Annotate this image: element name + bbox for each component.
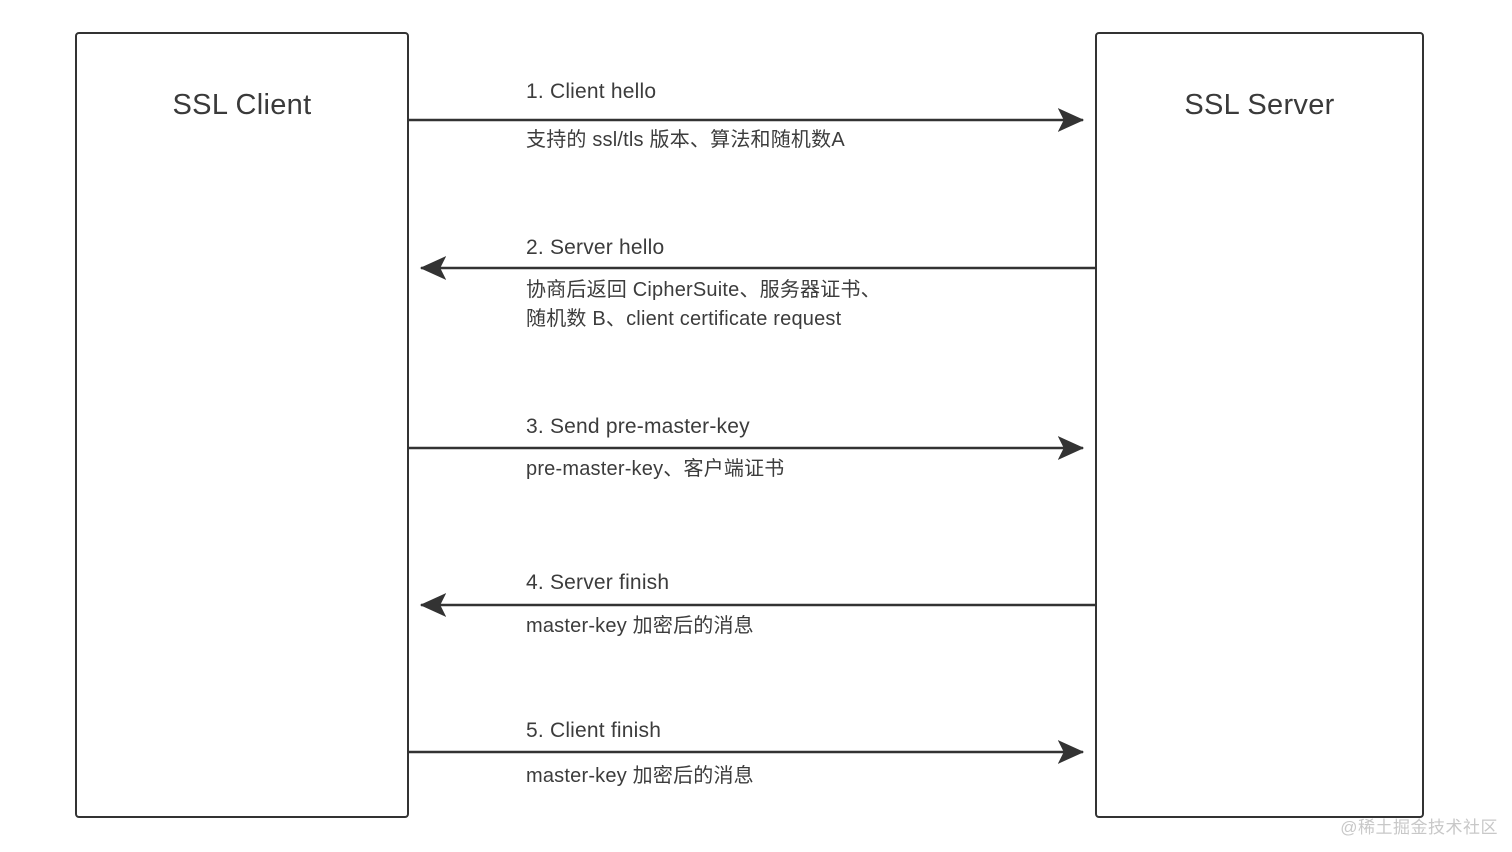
message-title-2: 2. Server hello xyxy=(526,236,665,259)
actor-box-ssl-client: SSL Client xyxy=(75,32,409,818)
message-detail-2: 协商后返回 CipherSuite、服务器证书、 随机数 B、client ce… xyxy=(526,279,881,330)
message-title-3: 3. Send pre-master-key xyxy=(526,415,750,438)
actor-label-ssl-client: SSL Client xyxy=(172,89,312,121)
message-title-4: 4. Server finish xyxy=(526,571,670,594)
message-detail-3: pre-master-key、客户端证书 xyxy=(526,458,785,480)
message-title-1: 1. Client hello xyxy=(526,80,657,103)
actor-box-ssl-server: SSL Server xyxy=(1095,32,1424,818)
message-title-5: 5. Client finish xyxy=(526,719,662,742)
message-detail-4: master-key 加密后的消息 xyxy=(526,615,754,637)
message-detail-1: 支持的 ssl/tls 版本、算法和随机数A xyxy=(526,129,845,151)
watermark: @稀土掘金技术社区 xyxy=(1340,818,1498,837)
actor-label-ssl-server: SSL Server xyxy=(1184,89,1335,121)
message-detail-5: master-key 加密后的消息 xyxy=(526,765,754,787)
